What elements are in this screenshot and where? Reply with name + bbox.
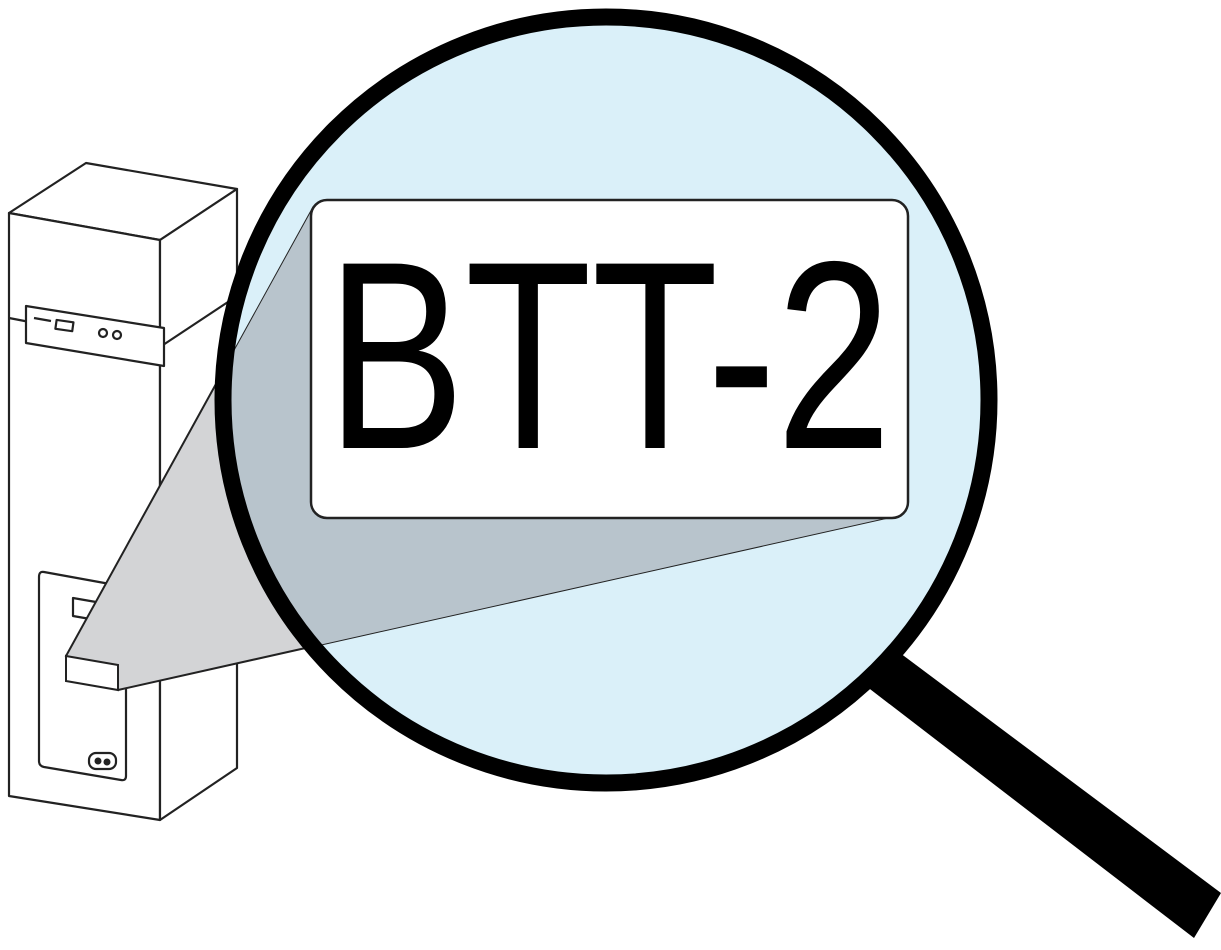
panel-button: [54, 318, 75, 333]
magnifier-handle: [866, 650, 1221, 938]
device-label-highlight: [65, 654, 119, 692]
panel-led-right: [111, 329, 123, 341]
socket-pin-right: [103, 758, 111, 766]
panel-led-left: [97, 327, 109, 339]
magnifier-rim: [214, 8, 998, 792]
panel-slot: [33, 316, 52, 323]
panel-socket: [87, 751, 118, 771]
magnified-label-text: BTT-2: [327, 205, 892, 505]
socket-pin-left: [94, 757, 102, 765]
magnified-label-box: [309, 198, 910, 520]
